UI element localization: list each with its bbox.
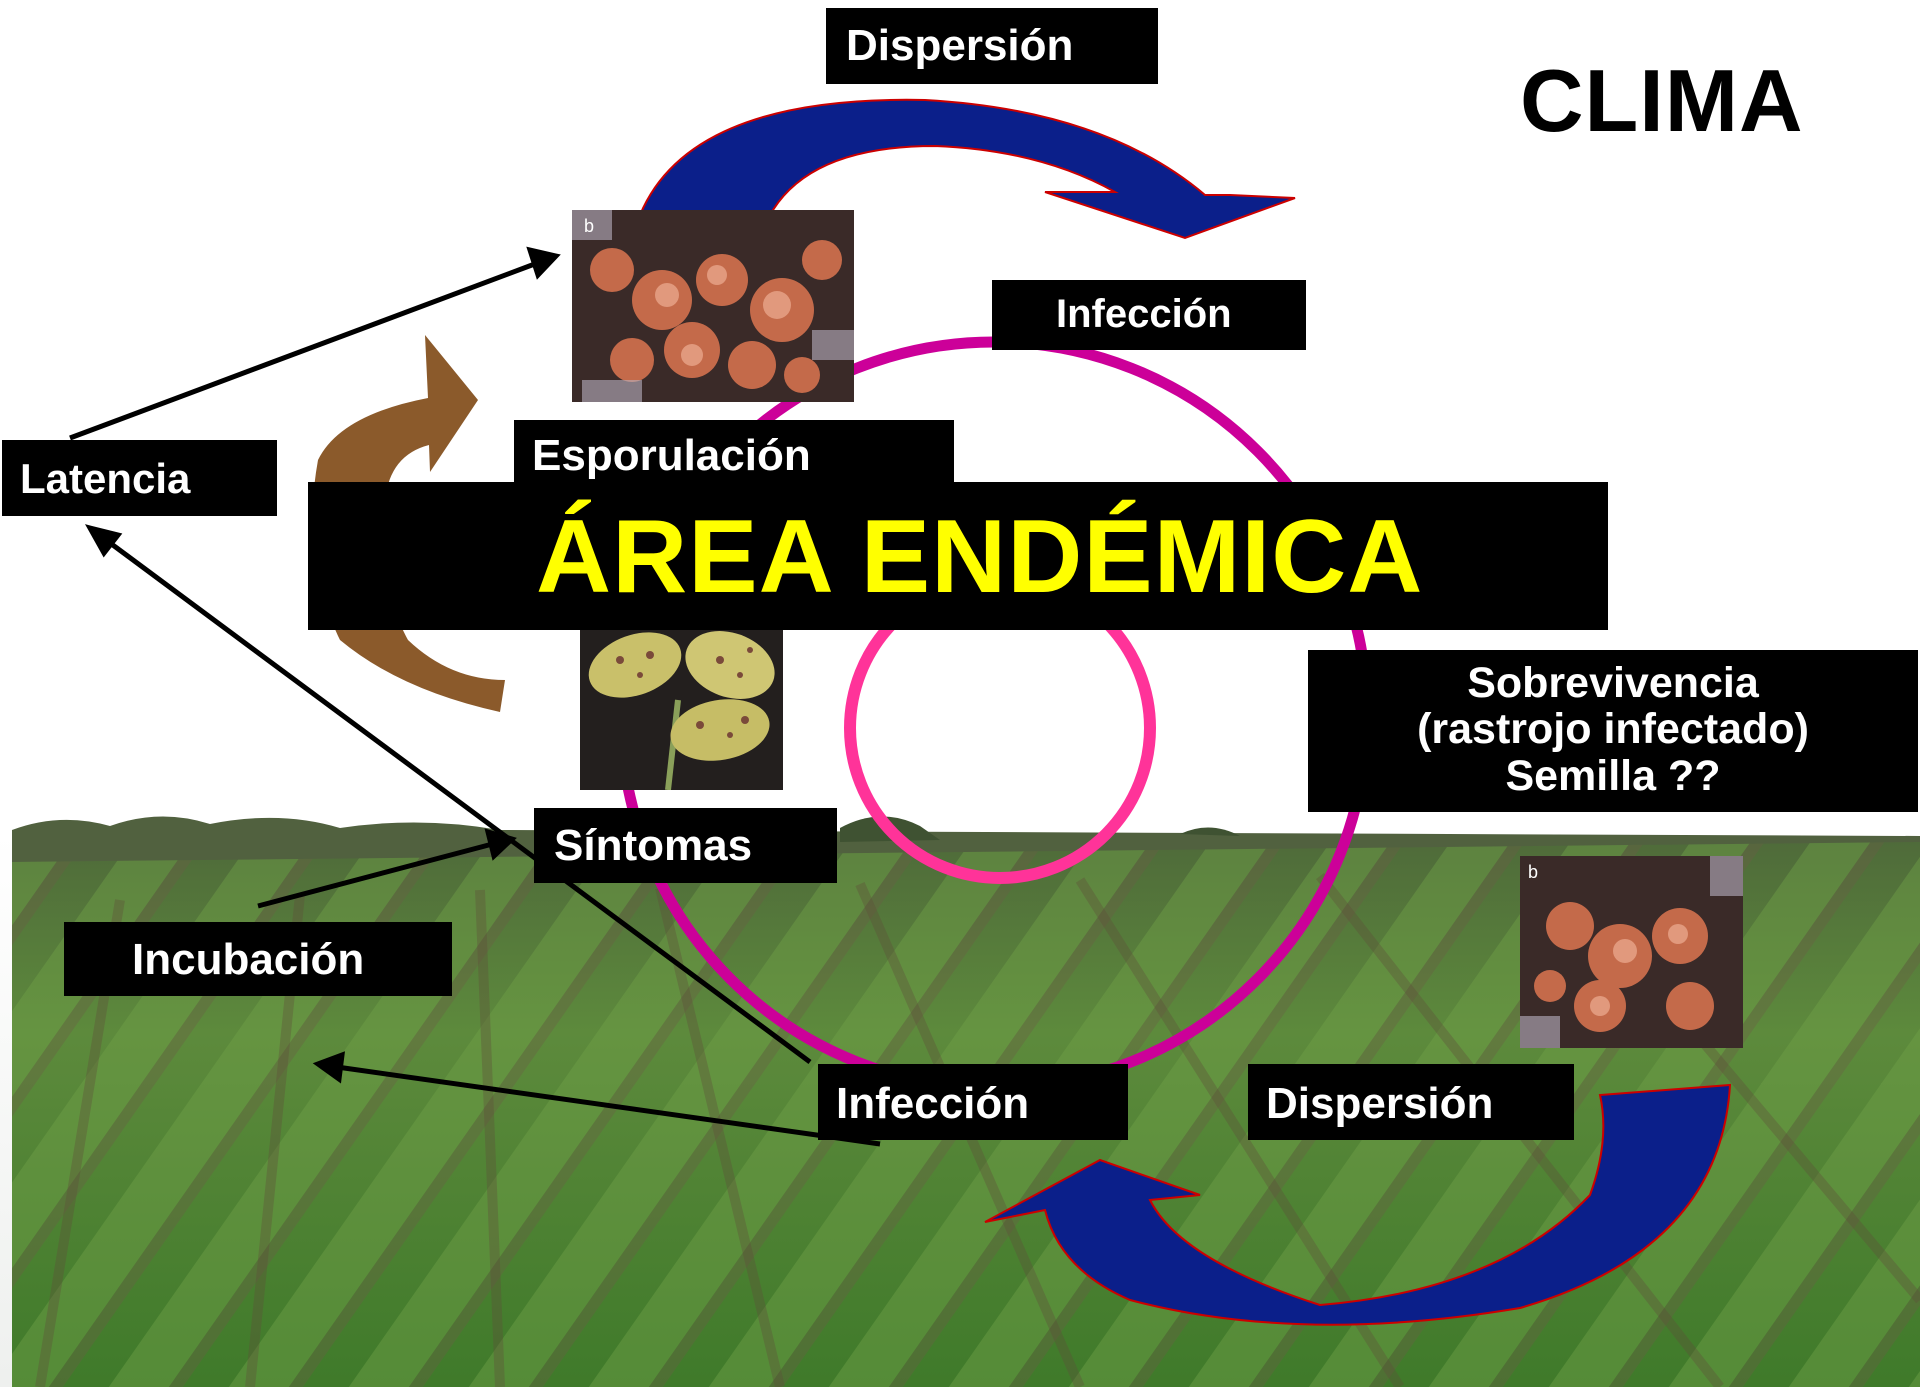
label-sobrevivencia: Sobrevivencia (rastrojo infectado) Semil…	[1308, 650, 1918, 812]
label-incubacion-text: Incubación	[132, 938, 452, 982]
label-sobrevivencia-line2: (rastrojo infectado)	[1308, 706, 1918, 752]
infected-leaf-photo	[580, 620, 783, 790]
label-infeccion-bottom-text: Infección	[836, 1082, 1128, 1126]
incubacion-to-sintomas-line	[258, 842, 500, 906]
photo-mark-top: b	[584, 216, 594, 236]
label-esporulacion: Esporulación	[514, 420, 954, 486]
rust-pustules-photo-top: b	[572, 210, 854, 402]
label-sintomas: Síntomas	[534, 808, 837, 883]
label-infeccion-top-text: Infección	[1056, 294, 1306, 334]
label-latencia-text: Latencia	[20, 458, 277, 500]
label-dispersion-top-text: Dispersión	[846, 24, 1158, 68]
label-latencia: Latencia	[2, 440, 277, 516]
endemic-area-banner-text: ÁREA ENDÉMICA	[536, 498, 1423, 617]
label-sobrevivencia-line3: Semilla ??	[1308, 753, 1918, 799]
label-sobrevivencia-line1: Sobrevivencia	[1308, 660, 1918, 706]
rust-pustules-photo-right: b	[1520, 856, 1743, 1048]
label-sintomas-text: Síntomas	[554, 824, 837, 868]
label-dispersion-bottom: Dispersión	[1248, 1064, 1574, 1140]
label-dispersion-top: Dispersión	[826, 8, 1158, 84]
label-infeccion-bottom: Infección	[818, 1064, 1128, 1140]
label-infeccion-top: Infección	[992, 280, 1306, 350]
photo-mark-right: b	[1528, 862, 1538, 882]
infeccion-to-incubacion-line	[330, 1066, 880, 1144]
label-incubacion: Incubación	[64, 922, 452, 996]
label-dispersion-bottom-text: Dispersión	[1266, 1082, 1574, 1126]
label-esporulacion-text: Esporulación	[532, 434, 954, 478]
climate-title: CLIMA	[1520, 50, 1804, 152]
